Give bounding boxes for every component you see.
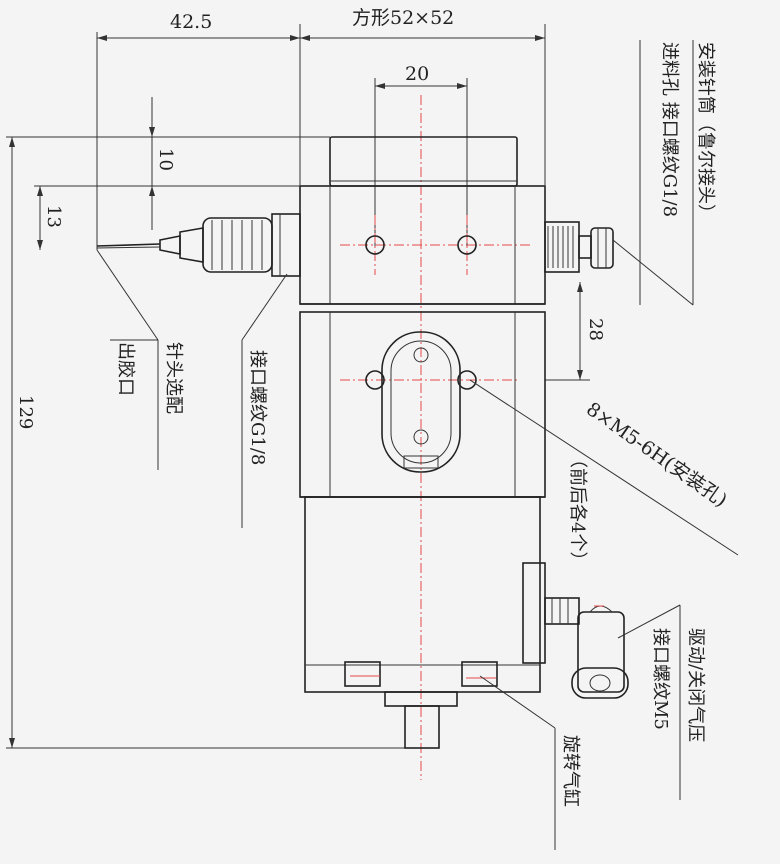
luer-connector [96,213,301,277]
dim-13: 13 [34,185,300,250]
arrow [577,282,583,292]
leaders [96,40,739,850]
dim-10-text: 10 [155,148,176,171]
dim-42-5: 42.5 [96,11,301,250]
dim-20: 20 [374,63,468,248]
top-cap [329,136,518,187]
slot-outer [381,331,461,473]
label-glue-outlet: 出胶口 [115,342,136,396]
label-needle-optional: 针头选配 [163,342,184,414]
label-rotary-cylinder: 旋转气缸 [560,735,582,807]
slot-inner [390,340,452,464]
mount-hole [457,235,477,255]
slot-hole-bottom [413,429,429,445]
label-mount-holes: 8×M5-6H(安装孔) [582,398,731,512]
dim-28-text: 28 [585,318,606,341]
arrow [97,35,107,41]
dim-42-5-text: 42.5 [170,11,212,33]
arrow [375,83,385,89]
bottom-tab-left [344,661,381,687]
dim-28: 28 [545,282,606,381]
arrow [577,370,583,380]
side-air-fitting [522,562,629,699]
label-install-syringe: 安装针筒（鲁尔接头） [695,42,716,222]
mount-hole [365,235,385,255]
dim-10: 10 [145,97,330,230]
slot-hole-top [413,347,429,363]
feed-fitting [544,221,614,273]
bottom-tab-right [461,661,498,687]
arrow [300,35,310,41]
label-port-thread-left: 接口螺纹G1/8 [247,350,268,465]
dim-20-text: 20 [405,63,429,85]
label-feed-hole: 进料孔 接口螺纹G1/8 [659,42,680,217]
arrow [149,186,155,196]
dim-13-text: 13 [43,205,64,228]
lower-cylinder-body [304,496,541,749]
dim-129-text: 129 [15,395,36,429]
arrow [535,35,545,41]
dim-129: 129 [6,136,405,749]
dim-square-text: 方形52×52 [352,7,454,29]
arrow [9,137,15,147]
arrow [37,240,43,250]
arrow [37,186,43,196]
label-drive-close-air: 驱动/关闭气压 [685,628,706,742]
mount-hole [365,370,385,390]
label-port-thread-m5: 接口螺纹M5 [650,628,671,730]
label-front-back-four: （前后各4个） [567,450,588,569]
arrow [149,127,155,137]
upper-block [299,185,546,313]
slot-notch [403,455,439,469]
needle [96,243,161,247]
arrow [9,738,15,748]
mount-hole [457,370,477,390]
dim-square: 方形52×52 [300,7,546,185]
arrow [457,83,467,89]
arrow [290,35,300,41]
